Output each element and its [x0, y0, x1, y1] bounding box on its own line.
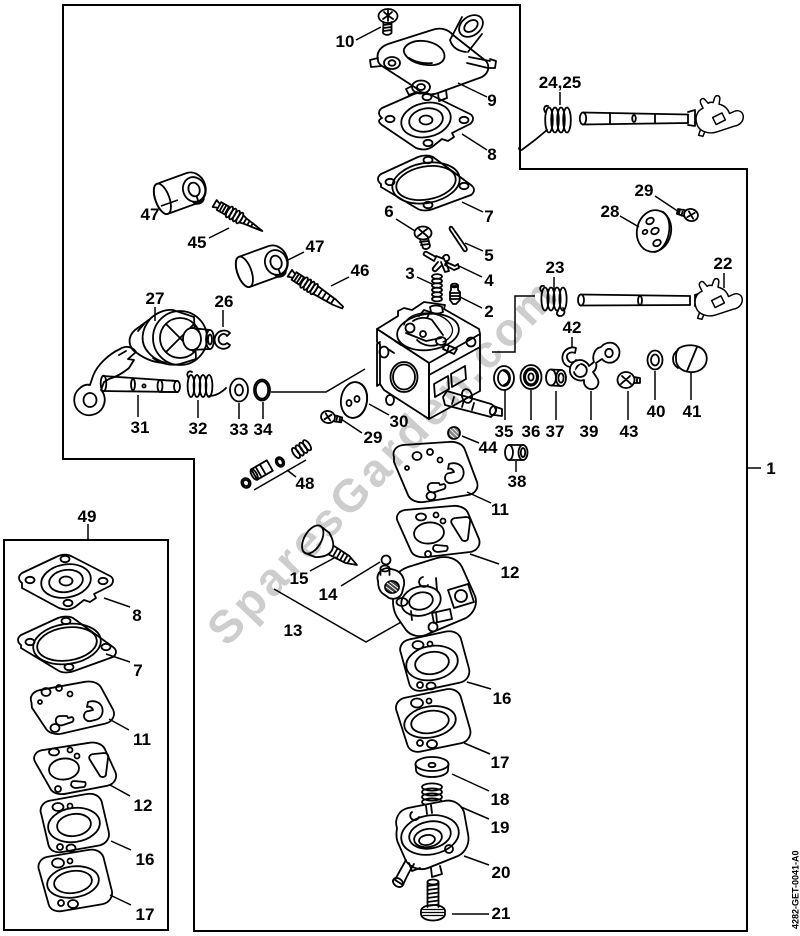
svg-text:20: 20: [492, 863, 511, 882]
svg-text:42: 42: [563, 318, 582, 337]
svg-text:45: 45: [188, 233, 207, 252]
svg-text:4: 4: [484, 271, 494, 290]
svg-text:14: 14: [319, 585, 338, 604]
svg-text:18: 18: [491, 790, 510, 809]
svg-text:44: 44: [479, 438, 498, 457]
svg-text:40: 40: [647, 402, 666, 421]
svg-text:46: 46: [351, 261, 370, 280]
svg-text:30: 30: [390, 412, 409, 431]
svg-text:19: 19: [491, 818, 510, 837]
svg-text:12: 12: [134, 796, 153, 815]
svg-text:38: 38: [508, 472, 527, 491]
svg-text:15: 15: [290, 569, 309, 588]
svg-text:34: 34: [254, 420, 273, 439]
svg-text:2: 2: [484, 302, 493, 321]
svg-text:39: 39: [580, 422, 599, 441]
svg-text:47: 47: [141, 205, 160, 224]
svg-text:47: 47: [306, 237, 325, 256]
svg-text:31: 31: [131, 418, 150, 437]
svg-text:4282-GET-0041-A0: 4282-GET-0041-A0: [791, 850, 800, 929]
svg-text:11: 11: [133, 730, 151, 749]
svg-text:5: 5: [484, 246, 493, 265]
svg-text:8: 8: [132, 606, 141, 625]
svg-text:1: 1: [766, 459, 775, 478]
svg-text:26: 26: [215, 292, 234, 311]
svg-text:17: 17: [136, 905, 155, 924]
svg-text:35: 35: [495, 422, 514, 441]
svg-text:48: 48: [296, 474, 315, 493]
svg-text:41: 41: [683, 402, 702, 421]
svg-text:28: 28: [601, 202, 620, 221]
svg-text:36: 36: [522, 422, 541, 441]
svg-text:8: 8: [487, 145, 496, 164]
svg-text:33: 33: [230, 420, 249, 439]
svg-text:21: 21: [492, 904, 511, 923]
svg-text:16: 16: [136, 850, 155, 869]
svg-text:24,25: 24,25: [539, 73, 582, 92]
svg-text:6: 6: [384, 202, 393, 221]
svg-text:23: 23: [546, 258, 565, 277]
svg-text:10: 10: [336, 32, 355, 51]
svg-text:11: 11: [491, 500, 509, 519]
svg-text:9: 9: [487, 91, 496, 110]
svg-text:37: 37: [546, 422, 565, 441]
svg-text:17: 17: [491, 753, 510, 772]
svg-text:16: 16: [493, 689, 512, 708]
svg-text:7: 7: [133, 661, 142, 680]
svg-text:29: 29: [364, 428, 383, 447]
svg-text:32: 32: [189, 419, 208, 438]
svg-text:13: 13: [284, 621, 303, 640]
svg-text:12: 12: [501, 563, 520, 582]
svg-text:7: 7: [484, 207, 493, 226]
svg-text:3: 3: [405, 264, 414, 283]
svg-text:49: 49: [78, 507, 97, 526]
svg-text:29: 29: [635, 181, 654, 200]
svg-text:43: 43: [620, 422, 639, 441]
svg-text:22: 22: [714, 254, 733, 273]
svg-text:27: 27: [146, 289, 165, 308]
